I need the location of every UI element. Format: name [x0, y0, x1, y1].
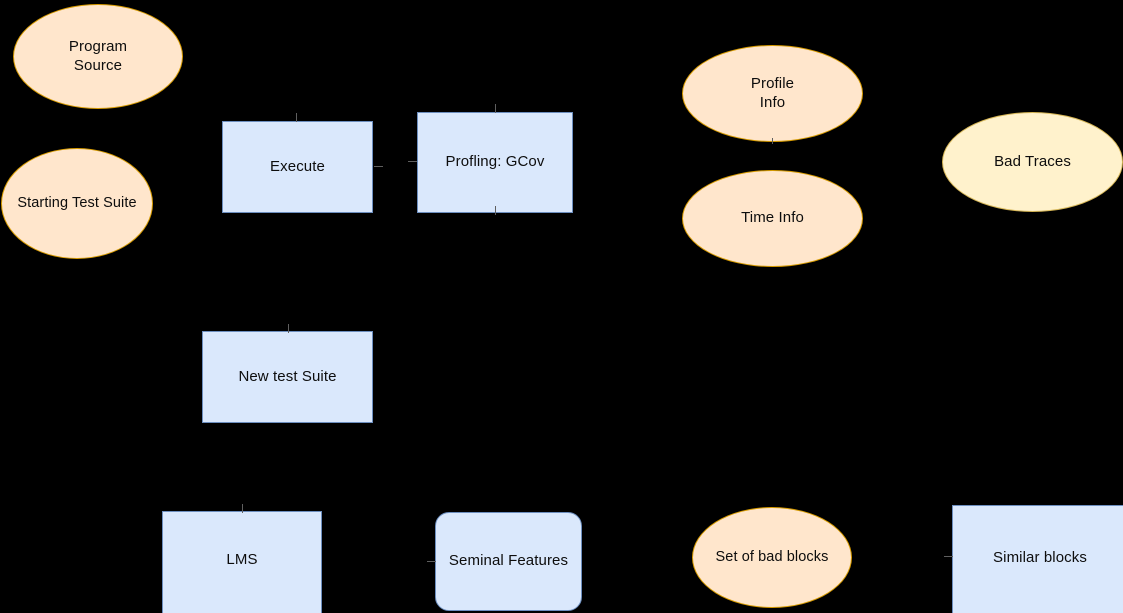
- node-label-time-info: Time Info: [741, 209, 804, 227]
- node-label-seminal-features: Seminal Features: [448, 552, 569, 570]
- connector-stub-new-test-suite-top: [288, 324, 290, 333]
- node-label-starting-test-suite: Starting Test Suite: [17, 195, 137, 212]
- connector-stub-execute-top: [296, 113, 298, 122]
- node-profling-gcov[interactable]: Profling: GCov: [417, 112, 573, 213]
- node-label-profile-info: Profile Info: [750, 74, 795, 111]
- node-seminal-features[interactable]: Seminal Features: [435, 512, 582, 611]
- connector-stub-execute-right: [374, 166, 383, 168]
- node-time-info[interactable]: Time Info: [682, 170, 863, 267]
- node-set-of-bad-blocks[interactable]: Set of bad blocks: [692, 507, 852, 608]
- node-label-similar-blocks: Similar blocks: [993, 548, 1087, 566]
- node-bad-traces[interactable]: Bad Traces: [942, 112, 1123, 212]
- node-label-program-source: Program Source: [68, 37, 128, 74]
- connector-stub-profling-bottom: [495, 206, 497, 215]
- node-label-lms: LMS: [226, 550, 258, 568]
- node-starting-test-suite[interactable]: Starting Test Suite: [1, 148, 153, 259]
- connector-stub-similar-blocks-left: [944, 556, 953, 558]
- connector-stub-profile-info-bottom: [772, 138, 774, 144]
- node-label-execute: Execute: [270, 157, 325, 175]
- connector-stub-profling-left: [408, 161, 417, 163]
- node-label-new-test-suite: New test Suite: [238, 367, 337, 385]
- connector-stub-lms-top: [242, 504, 244, 513]
- node-label-set-of-bad-blocks: Set of bad blocks: [715, 549, 829, 566]
- node-program-source[interactable]: Program Source: [13, 4, 183, 109]
- node-profile-info[interactable]: Profile Info: [682, 45, 863, 142]
- connector-stub-profling-top: [495, 104, 497, 113]
- node-label-profling-gcov: Profling: GCov: [445, 153, 545, 171]
- node-new-test-suite[interactable]: New test Suite: [202, 331, 373, 423]
- node-label-bad-traces: Bad Traces: [994, 152, 1071, 170]
- node-lms[interactable]: LMS: [162, 511, 322, 613]
- connector-stub-seminal-features-left: [427, 561, 436, 563]
- node-similar-blocks[interactable]: Similar blocks: [952, 505, 1123, 613]
- node-execute[interactable]: Execute: [222, 121, 373, 213]
